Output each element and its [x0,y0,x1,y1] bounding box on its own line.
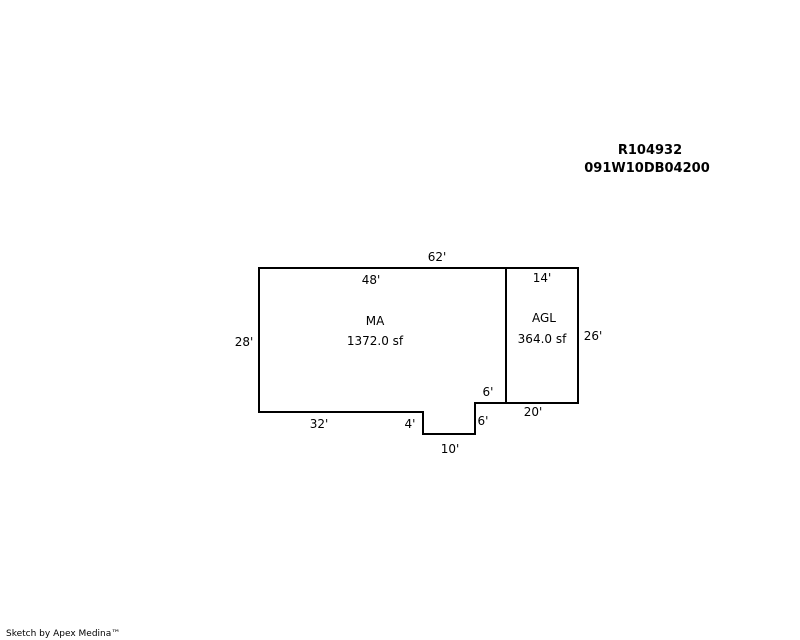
agl-outline [505,267,579,404]
dim-ma-bottom: 32' [310,417,329,431]
dim-step-width: 6' [483,385,494,399]
dim-top-overall: 62' [428,250,447,264]
footer-credit: Sketch by Apex Medina™ [6,629,120,639]
ma-area: 1372.0 sf [347,334,404,348]
dim-agl-right: 26' [584,329,603,343]
dim-notch-rise: 6' [478,414,489,428]
dim-agl-bottom: 20' [524,405,543,419]
parcel-id: R104932 [618,143,682,158]
dim-ma-top: 48' [362,273,381,287]
ma-outline [258,267,507,435]
agl-area: 364.0 sf [518,332,567,346]
map-number: 091W10DB04200 [584,161,710,176]
dim-notch-bottom: 10' [441,442,460,456]
ma-label: MA [366,314,385,328]
dim-agl-top: 14' [533,271,552,285]
dim-ma-left: 28' [235,335,254,349]
agl-label: AGL [532,311,556,325]
dim-notch-drop: 4' [405,417,416,431]
